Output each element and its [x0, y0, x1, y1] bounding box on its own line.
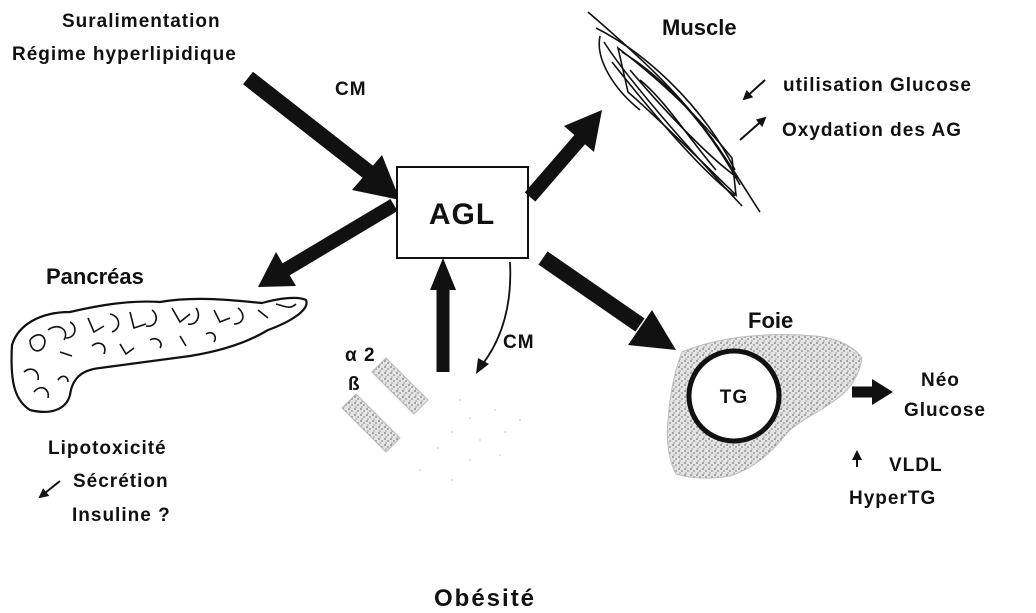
pancreas-effect-1: Lipotoxicité	[48, 438, 167, 459]
input-line-2: Régime hyperlipidique	[12, 44, 237, 65]
beta-label: ß	[348, 374, 361, 395]
tg-label: TG	[720, 387, 748, 408]
liver-effect-1: VLDL	[889, 455, 943, 476]
arrow-agl-to-liver	[543, 258, 676, 350]
arrow-input-to-agl	[248, 78, 400, 200]
arrow-liver-output	[852, 379, 893, 405]
arrow-down-icon	[40, 481, 60, 497]
arrow-down-icon	[744, 80, 765, 99]
adipose-cm-label: CM	[503, 332, 535, 353]
input-line-1: Suralimentation	[62, 11, 221, 32]
muscle-effect-2: Oxydation des AG	[782, 120, 962, 141]
arrow-agl-to-pancreas	[258, 205, 394, 287]
muscle-illustration	[588, 12, 760, 212]
arrow-agl-to-muscle	[530, 110, 602, 197]
pancreas-effect-3: Insuline ?	[72, 505, 171, 526]
arrow-up-icon	[740, 118, 765, 140]
agl-label: AGL	[429, 198, 495, 231]
pancreas-effect-2: Sécrétion	[73, 471, 169, 492]
input-cm-label: CM	[335, 79, 367, 100]
beta-receptor: +	[342, 394, 400, 452]
liver-title: Foie	[748, 308, 793, 333]
arrow-agl-to-adipose-cm	[476, 262, 510, 374]
liver-output-2: Glucose	[904, 400, 986, 421]
liver-effect-2: HyperTG	[849, 488, 936, 509]
liver-output-1: Néo	[921, 370, 960, 391]
arrow-adipose-to-agl	[430, 258, 456, 372]
muscle-title: Muscle	[662, 15, 737, 40]
muscle-effect-1: utilisation Glucose	[783, 75, 972, 96]
svg-text:+: +	[374, 401, 381, 415]
pancreas-title: Pancréas	[46, 264, 144, 289]
pancreas-illustration	[12, 298, 307, 412]
adipose-stipple	[419, 399, 521, 481]
obesity-title: Obésité	[434, 585, 536, 612]
alpha-label: α 2	[345, 345, 376, 366]
